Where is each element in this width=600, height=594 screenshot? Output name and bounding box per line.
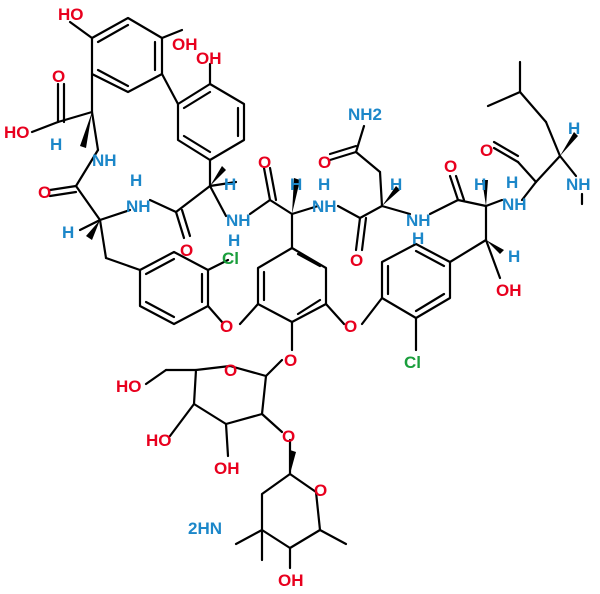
- stereo-hydrogen-label: H: [390, 175, 402, 194]
- hydroxyl-label: HO: [4, 123, 30, 142]
- bond-skeleton: [30, 16, 584, 570]
- carbonyl-oxygen-label: O: [350, 251, 363, 270]
- stereo-hydrogen-label: H: [62, 223, 74, 242]
- ring-oxygen-label: O: [314, 481, 327, 500]
- carbonyl-oxygen-label: O: [258, 153, 271, 172]
- amine-label: NH: [502, 195, 527, 214]
- carbonyl-oxygen-label: O: [480, 141, 493, 160]
- nh-hydrogen-label: H: [506, 173, 518, 192]
- carbonyl-oxygen-label: O: [52, 67, 65, 86]
- stereo-hydrogen-label: H: [290, 175, 302, 194]
- carbonyl-oxygen-label: O: [444, 157, 457, 176]
- hydroxyl-label: HO: [146, 431, 172, 450]
- amine-label: NH: [226, 211, 251, 230]
- amino-sugar-nh2-label: 2HN: [188, 519, 222, 538]
- stereo-hydrogen-label: H: [224, 175, 236, 194]
- amine-label: NH: [566, 175, 591, 194]
- nh-hydrogen-label: H: [228, 231, 240, 250]
- amine-label: NH: [312, 197, 337, 216]
- stereo-hydrogen-label: H: [50, 135, 62, 154]
- amide-nh2-label: NH2: [348, 105, 382, 124]
- amine-label: NH: [406, 211, 431, 230]
- stereo-hydrogen-label: H: [508, 247, 520, 266]
- hydroxyl-label: OH: [214, 459, 240, 478]
- nh-hydrogen-label: H: [412, 229, 424, 248]
- amine-label: NH: [126, 197, 151, 216]
- hydroxyl-label: HO: [116, 377, 142, 396]
- chlorine-label: Cl: [222, 249, 239, 268]
- stereo-hydrogen-label: H: [568, 119, 580, 138]
- hydroxyl-label: OH: [278, 571, 304, 590]
- ether-oxygen-label: O: [344, 317, 357, 336]
- hydroxyl-label: OH: [496, 281, 522, 300]
- ether-oxygen-label: O: [282, 427, 295, 446]
- hydroxyl-label: OH: [172, 35, 198, 54]
- carbonyl-oxygen-label: O: [38, 183, 51, 202]
- carbonyl-oxygen-label: O: [180, 241, 193, 260]
- nh-hydrogen-label: H: [318, 175, 330, 194]
- amine-label: NH: [92, 151, 117, 170]
- stereo-hydrogen-label: H: [474, 175, 486, 194]
- hydroxyl-label: OH: [196, 49, 222, 68]
- ether-oxygen-label: O: [284, 351, 297, 370]
- nh-hydrogen-label: H: [130, 171, 142, 190]
- carbonyl-oxygen-label: O: [318, 153, 331, 172]
- hydroxyl-label: HO: [58, 5, 84, 24]
- chlorine-label: Cl: [404, 353, 421, 372]
- atom-labels: HO OH OH HO HO OH OH HO OH O O O O O O O…: [4, 5, 591, 590]
- ether-oxygen-label: O: [220, 317, 233, 336]
- ring-oxygen-label: O: [224, 361, 237, 380]
- stereo-wedges: [80, 112, 578, 474]
